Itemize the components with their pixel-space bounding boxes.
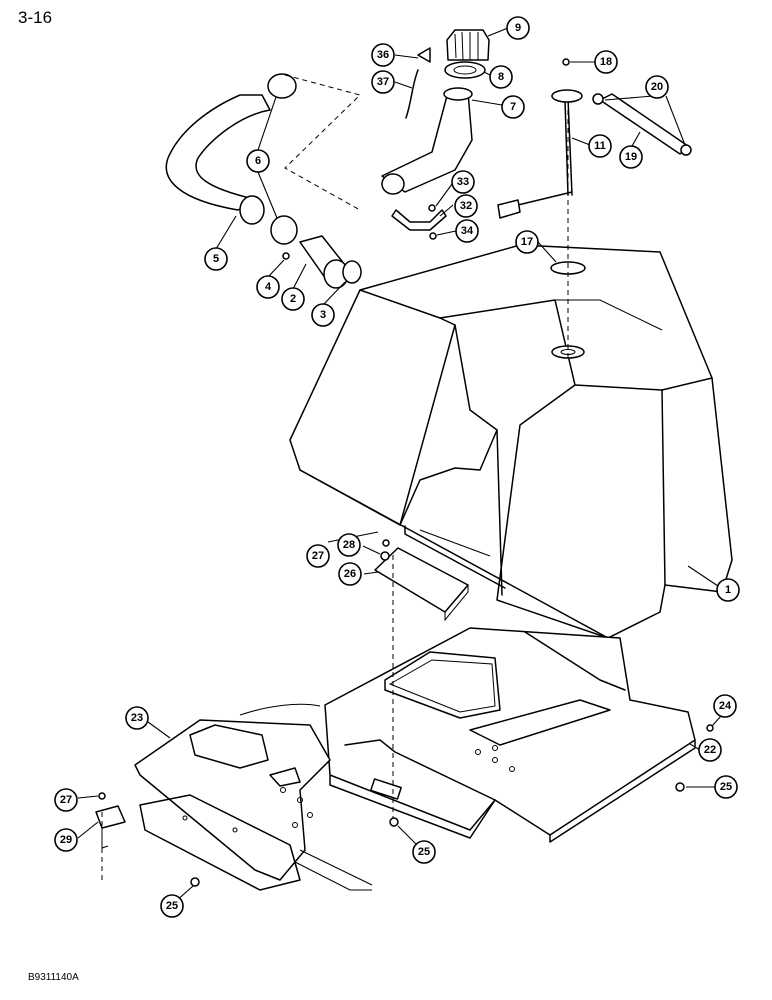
svg-text:4: 4 xyxy=(265,281,272,293)
vent-tube-19 xyxy=(599,93,689,155)
callout-22: 22 xyxy=(698,738,722,762)
callout-24: 24 xyxy=(713,694,737,718)
svg-text:34: 34 xyxy=(461,225,474,237)
callout-1: 1 xyxy=(716,578,740,602)
fuel-sender-11 xyxy=(497,89,583,219)
callout-26: 26 xyxy=(338,562,362,586)
nut-25b xyxy=(389,817,399,827)
adapter-2 xyxy=(299,235,349,289)
callout-5: 5 xyxy=(204,247,228,271)
svg-text:32: 32 xyxy=(460,200,472,212)
page-number: 3-16 xyxy=(18,8,53,27)
filler-neck-7 xyxy=(381,87,473,195)
callout-11: 11 xyxy=(588,134,612,158)
bolt-27a xyxy=(382,539,390,547)
svg-text:19: 19 xyxy=(625,151,637,163)
callout-6: 6 xyxy=(246,149,270,173)
callout-28: 28 xyxy=(337,533,361,557)
nut-25a xyxy=(675,782,685,792)
callout-27b: 27 xyxy=(54,788,78,812)
callout-33: 33 xyxy=(451,170,475,194)
svg-text:23: 23 xyxy=(131,712,143,724)
chain-37 xyxy=(405,69,419,119)
callout-2: 2 xyxy=(281,287,305,311)
fuel-tank xyxy=(289,244,733,639)
svg-text:11: 11 xyxy=(594,140,606,152)
svg-text:2: 2 xyxy=(290,293,296,305)
hose-5 xyxy=(165,94,271,225)
svg-text:33: 33 xyxy=(457,176,469,188)
callout-25a: 25 xyxy=(714,775,738,799)
callout-36: 36 xyxy=(371,43,395,67)
figure-code: B9311140A xyxy=(28,972,79,983)
callout-20: 20 xyxy=(645,75,669,99)
seal-ring-8 xyxy=(444,61,486,79)
bolt-24 xyxy=(706,724,714,732)
filler-cap-9 xyxy=(446,29,490,61)
svg-text:37: 37 xyxy=(377,76,389,88)
svg-text:6: 6 xyxy=(255,155,261,167)
o-ring-3 xyxy=(342,260,362,284)
svg-text:25: 25 xyxy=(418,846,430,858)
strap-32 xyxy=(391,209,447,231)
svg-text:17: 17 xyxy=(521,236,533,248)
nut-25c xyxy=(190,877,200,887)
svg-text:5: 5 xyxy=(213,253,219,265)
callout-32: 32 xyxy=(454,194,478,218)
svg-text:20: 20 xyxy=(651,81,663,93)
svg-text:25: 25 xyxy=(166,900,178,912)
svg-text:3: 3 xyxy=(320,309,326,321)
screw-18 xyxy=(562,58,570,66)
screw-4 xyxy=(282,252,290,260)
callout-3: 3 xyxy=(311,303,335,327)
callout-17: 17 xyxy=(515,230,539,254)
callout-8: 8 xyxy=(489,65,513,89)
svg-text:22: 22 xyxy=(704,744,716,756)
tank-support-23 xyxy=(134,703,373,891)
nut-34 xyxy=(429,232,437,240)
svg-text:1: 1 xyxy=(725,584,731,596)
svg-text:29: 29 xyxy=(60,834,72,846)
callout-27a: 27 xyxy=(306,544,330,568)
callout-25b: 25 xyxy=(412,840,436,864)
callout-19: 19 xyxy=(619,145,643,169)
callout-37: 37 xyxy=(371,70,395,94)
bracket-29 xyxy=(95,805,126,829)
callout-25c: 25 xyxy=(160,894,184,918)
tank-support-22 xyxy=(324,627,696,843)
callout-34: 34 xyxy=(455,219,479,243)
strainer-36 xyxy=(417,47,431,63)
hose-clamp-6 xyxy=(267,73,298,245)
svg-text:28: 28 xyxy=(343,539,355,551)
washer-28 xyxy=(380,551,390,561)
svg-text:26: 26 xyxy=(344,568,356,580)
svg-text:27: 27 xyxy=(60,794,72,806)
svg-text:27: 27 xyxy=(312,550,324,562)
callout-23: 23 xyxy=(125,706,149,730)
svg-text:18: 18 xyxy=(600,56,612,68)
callout-18: 18 xyxy=(594,50,618,74)
svg-text:36: 36 xyxy=(377,49,389,61)
bolt-33 xyxy=(428,204,436,212)
callout-29: 29 xyxy=(54,828,78,852)
svg-text:7: 7 xyxy=(510,101,516,113)
svg-text:25: 25 xyxy=(720,781,732,793)
bolt-27b xyxy=(98,792,106,800)
callout-9: 9 xyxy=(506,16,530,40)
svg-text:9: 9 xyxy=(515,22,521,34)
callout-7: 7 xyxy=(501,95,525,119)
svg-text:8: 8 xyxy=(498,71,504,83)
callout-4: 4 xyxy=(256,275,280,299)
vent-cap-20 xyxy=(592,93,604,105)
svg-text:24: 24 xyxy=(719,700,732,712)
